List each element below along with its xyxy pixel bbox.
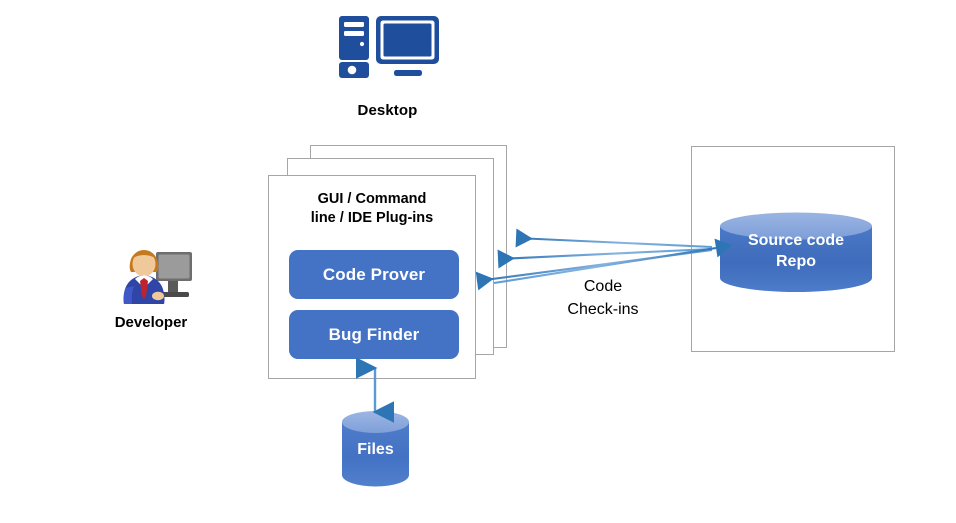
arrow-repo-to-plugins-1 (515, 228, 713, 249)
code-prover-button[interactable]: Code Prover (289, 250, 459, 299)
developer-label: Developer (114, 314, 188, 331)
developer-person-icon (123, 250, 192, 304)
arrow-repo-to-plugins-2 (497, 247, 713, 269)
desktop-computer-icon (339, 16, 439, 78)
desktop-label: Desktop (357, 102, 418, 119)
bug-finder-label: Bug Finder (328, 324, 420, 344)
bug-finder-button[interactable]: Bug Finder (289, 310, 459, 359)
code-prover-label: Code Prover (322, 264, 426, 284)
files-cylinder-icon (342, 411, 409, 487)
node-developer: Developer (96, 244, 206, 334)
source-repo-cylinder-icon (720, 212, 872, 292)
node-desktop: Desktop (330, 14, 445, 119)
